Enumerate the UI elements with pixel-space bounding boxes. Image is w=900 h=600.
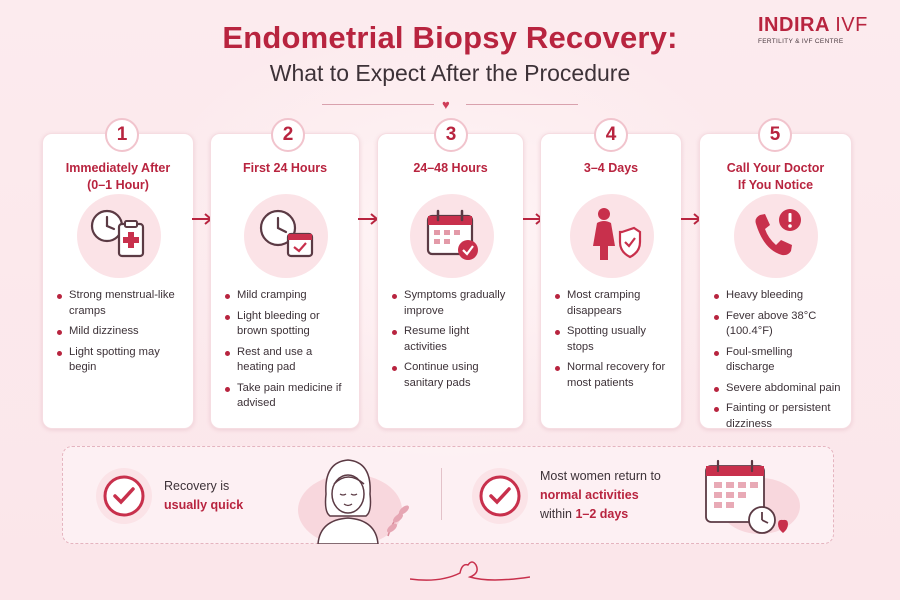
check-circle-icon [96, 468, 152, 524]
return-activities-text: Most women return to normal activities w… [540, 467, 661, 524]
summary-left-line1: Recovery is [164, 479, 230, 493]
bullet-item: Light spotting may begin [55, 345, 185, 376]
bullet-item: Strong menstrual-like cramps [55, 288, 185, 319]
brand-logo: INDIRA IVF FERTILITY & IVF CENTRE [758, 14, 888, 45]
logo-brand: INDIRA [758, 14, 830, 36]
logo-suffix: IVF [835, 14, 868, 36]
bullet-item: Continue using sanitary pads [390, 360, 515, 391]
woman-illustration [298, 459, 409, 544]
step-card-3: 24–48 Hours Symptoms gradually improve R… [377, 133, 524, 429]
step-card-2: First 24 Hours Mild cramping Light bleed… [210, 133, 360, 429]
calendar-clock-icon [705, 459, 800, 534]
bullet-item: Mild cramping [223, 288, 351, 304]
title-divider: ♥ [322, 97, 578, 112]
bullet-item: Mild dizziness [55, 324, 185, 340]
step-title: 24–48 Hours [378, 160, 523, 177]
step-title-line1: Call Your Doctor [726, 161, 825, 175]
summary-right-line1: Most women return to [540, 469, 661, 483]
heart-icon: ♥ [442, 97, 450, 112]
heart-line-decoration [410, 561, 530, 581]
logo-tagline: FERTILITY & IVF CENTRE [758, 38, 844, 45]
step-title: First 24 Hours [211, 160, 359, 177]
step-number-5: 5 [758, 118, 792, 152]
page-subtitle: What to Expect After the Procedure [269, 60, 631, 86]
step-bullet-list: Most cramping disappears Spotting usuall… [553, 288, 673, 396]
bullet-item: Spotting usually stops [553, 324, 673, 355]
step-title: Immediately After (0–1 Hour) [43, 160, 193, 194]
step-card-5: Call Your Doctor If You Notice Heavy ble… [699, 133, 852, 430]
bullet-item: Most cramping disappears [553, 288, 673, 319]
bullet-item: Symptoms gradually improve [390, 288, 515, 319]
clock-calendar-icon [244, 194, 328, 278]
summary-right-duration: 1–2 days [575, 507, 629, 521]
summary-divider [441, 468, 442, 520]
step-title-line2: (0–1 Hour) [87, 178, 149, 192]
bullet-item: Foul-smelling discharge [712, 345, 843, 376]
step-bullet-list: Strong menstrual-like cramps Mild dizzin… [55, 288, 185, 381]
summary-left-highlight: usually quick [164, 498, 244, 512]
phone-alert-icon [734, 194, 818, 278]
bullet-item: Heavy bleeding [712, 288, 843, 304]
step-title-line1: 3–4 Days [583, 161, 639, 175]
page-title: Endometrial Biopsy Recovery: [222, 20, 678, 55]
recovery-summary-text: Recovery is usually quick [164, 477, 243, 515]
clock-clipboard-icon [77, 194, 161, 278]
bullet-item: Resume light activities [390, 324, 515, 355]
bullet-item: Fainting or persistent dizziness [712, 401, 843, 432]
step-bullet-list: Heavy bleeding Fever above 38°C (100.4°F… [712, 288, 843, 437]
step-number-4: 4 [594, 118, 628, 152]
step-title-line1: First 24 Hours [242, 161, 328, 175]
woman-shield-icon [570, 194, 654, 278]
step-title-line1: Immediately After [65, 161, 171, 175]
step-title: 3–4 Days [541, 160, 681, 177]
step-number-1: 1 [105, 118, 139, 152]
step-title-line2: If You Notice [737, 178, 814, 192]
step-title-line1: 24–48 Hours [413, 161, 488, 175]
bullet-item: Light bleeding or brown spotting [223, 309, 351, 340]
step-card-4: 3–4 Days Most cramping disappears Spotti… [540, 133, 682, 429]
bullet-item: Take pain medicine if advised [223, 381, 351, 412]
step-bullet-list: Mild cramping Light bleeding or brown sp… [223, 288, 351, 417]
bullet-item: Normal recovery for most patients [553, 360, 673, 391]
summary-right-line3: within 1–2 days [540, 505, 661, 524]
step-title: Call Your Doctor If You Notice [700, 160, 851, 194]
step-card-1: Immediately After (0–1 Hour) Strong mens… [42, 133, 194, 429]
bullet-item: Severe abdominal pain [712, 381, 843, 397]
calendar-check-icon [410, 194, 494, 278]
bullet-item: Fever above 38°C (100.4°F) [712, 309, 843, 340]
step-bullet-list: Symptoms gradually improve Resume light … [390, 288, 515, 396]
step-number-2: 2 [271, 118, 305, 152]
bullet-item: Rest and use a heating pad [223, 345, 351, 376]
step-number-3: 3 [434, 118, 468, 152]
summary-right-highlight: normal activities [540, 488, 639, 502]
check-circle-icon [472, 468, 528, 524]
summary-right-prefix: within [540, 507, 576, 521]
